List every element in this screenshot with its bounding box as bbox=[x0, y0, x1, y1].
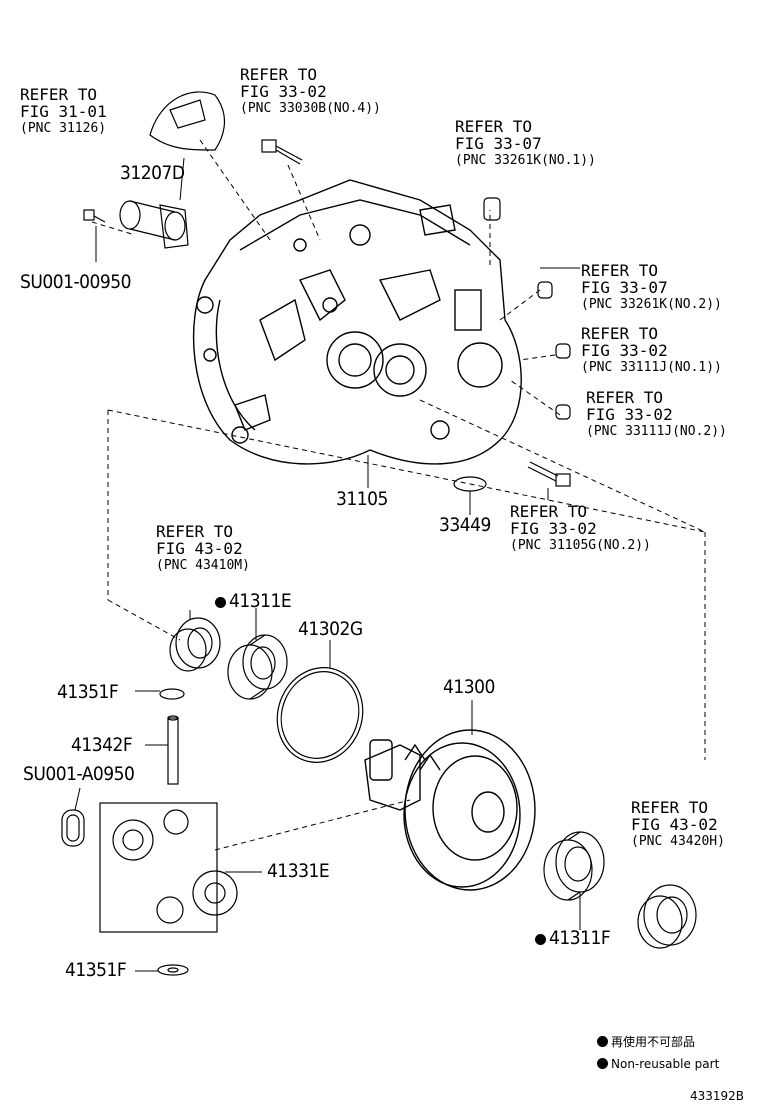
refer-fig-33-02-pin1[interactable]: REFER TO FIG 33-02 (PNC 33111J(NO.1)) bbox=[581, 325, 722, 376]
gear-kit-41331E bbox=[99, 802, 238, 933]
bolt-33030B bbox=[261, 139, 303, 165]
label-33449: 33449 bbox=[439, 514, 491, 536]
refer-pnc: (PNC 33030B(NO.4)) bbox=[240, 101, 381, 116]
label-41331E: 41331E bbox=[267, 860, 330, 882]
refer-line1: REFER TO bbox=[581, 261, 659, 280]
refer-line1: REFER TO bbox=[240, 65, 318, 84]
seal-43420H bbox=[637, 884, 697, 949]
pin-33261K-no1 bbox=[483, 197, 501, 221]
seal-43410M bbox=[169, 617, 221, 672]
label-31207D: 31207D bbox=[120, 162, 185, 184]
ring-41302G bbox=[276, 667, 364, 763]
part-31207D bbox=[119, 200, 189, 249]
refer-fig-33-02-bolt[interactable]: REFER TO FIG 33-02 (PNC 33030B(NO.4)) bbox=[240, 66, 381, 117]
refer-pnc: (PNC 31126) bbox=[20, 121, 107, 136]
bolt-SU001-00950 bbox=[83, 209, 106, 223]
diff-case-41300 bbox=[364, 729, 536, 891]
washer-41351F-top bbox=[159, 688, 185, 700]
refer-line1: REFER TO bbox=[20, 85, 98, 104]
legend-dot bbox=[597, 1058, 608, 1069]
label-41342F: 41342F bbox=[71, 734, 133, 756]
refer-line1: REFER TO bbox=[631, 798, 709, 817]
refer-pnc: (PNC 33111J(NO.2)) bbox=[586, 424, 727, 439]
refer-line2: FIG 33-02 bbox=[586, 405, 673, 424]
refer-pnc: (PNC 43420H) bbox=[631, 834, 725, 849]
refer-line2: FIG 33-07 bbox=[581, 278, 668, 297]
refer-pnc: (PNC 33111J(NO.1)) bbox=[581, 360, 722, 375]
refer-line2: FIG 33-07 bbox=[455, 134, 542, 153]
legend-japanese: 再使用不可部品 bbox=[597, 1036, 695, 1048]
refer-pnc: (PNC 33261K(NO.1)) bbox=[455, 153, 596, 168]
pin-33111J-no1 bbox=[555, 343, 571, 359]
label-41311F: 41311F bbox=[535, 927, 611, 949]
refer-line1: REFER TO bbox=[156, 522, 234, 541]
bearing-41311F bbox=[543, 831, 605, 901]
label-41302G: 41302G bbox=[298, 618, 363, 640]
refer-line1: REFER TO bbox=[586, 388, 664, 407]
refer-line2: FIG 33-02 bbox=[240, 82, 327, 101]
label-41311E-text: 41311E bbox=[229, 590, 292, 612]
legend-english-text: Non-reusable part bbox=[611, 1057, 720, 1071]
refer-line2: FIG 43-02 bbox=[631, 815, 718, 834]
refer-fig-33-07-no2[interactable]: REFER TO FIG 33-07 (PNC 33261K(NO.2)) bbox=[581, 262, 722, 313]
refer-line2: FIG 43-02 bbox=[156, 539, 243, 558]
label-SU001-A0950: SU001-A0950 bbox=[23, 763, 135, 785]
figure-id: 433192B bbox=[690, 1089, 745, 1103]
legend-japanese-text: 再使用不可部品 bbox=[611, 1035, 696, 1049]
label-SU001-00950: SU001-00950 bbox=[20, 271, 132, 293]
refer-fig-33-07-no1[interactable]: REFER TO FIG 33-07 (PNC 33261K(NO.1)) bbox=[455, 118, 596, 169]
label-41311F-text: 41311F bbox=[549, 927, 611, 949]
non-reusable-dot bbox=[535, 934, 546, 945]
refer-line2: FIG 33-02 bbox=[510, 519, 597, 538]
refer-line2: FIG 33-02 bbox=[581, 341, 668, 360]
leader-lines bbox=[91, 139, 706, 851]
cover-31126 bbox=[149, 91, 225, 151]
washer-41351F-bottom bbox=[157, 964, 189, 976]
refer-pnc: (PNC 43410M) bbox=[156, 558, 250, 573]
label-41311E: 41311E bbox=[215, 590, 292, 612]
shaft-41342F bbox=[167, 715, 179, 785]
refer-line2: FIG 31-01 bbox=[20, 102, 107, 121]
label-41351F-bottom: 41351F bbox=[65, 959, 127, 981]
label-41300: 41300 bbox=[443, 676, 495, 698]
refer-fig-33-02-bolt2[interactable]: REFER TO FIG 33-02 (PNC 31105G(NO.2)) bbox=[510, 503, 651, 554]
refer-pnc: (PNC 31105G(NO.2)) bbox=[510, 538, 651, 553]
transaxle-case-31105 bbox=[192, 179, 522, 465]
non-reusable-dot bbox=[215, 597, 226, 608]
refer-pnc: (PNC 33261K(NO.2)) bbox=[581, 297, 722, 312]
label-31105: 31105 bbox=[336, 488, 388, 510]
solid-leaders bbox=[74, 157, 581, 972]
refer-line1: REFER TO bbox=[510, 502, 588, 521]
legend-dot bbox=[597, 1036, 608, 1047]
refer-fig-31-01[interactable]: REFER TO FIG 31-01 (PNC 31126) bbox=[20, 86, 107, 137]
refer-line1: REFER TO bbox=[455, 117, 533, 136]
bearing-41311E bbox=[227, 634, 288, 700]
label-41351F-top: 41351F bbox=[57, 681, 119, 703]
legend-english: Non-reusable part bbox=[597, 1058, 719, 1070]
refer-line1: REFER TO bbox=[581, 324, 659, 343]
refer-fig-43-02-left[interactable]: REFER TO FIG 43-02 (PNC 43410M) bbox=[156, 523, 250, 574]
refer-fig-33-02-pin2[interactable]: REFER TO FIG 33-02 (PNC 33111J(NO.2)) bbox=[586, 389, 727, 440]
bolt-31105G bbox=[527, 461, 571, 487]
pin-33111J-no2 bbox=[555, 404, 571, 420]
ring-SU001-A0950 bbox=[61, 809, 85, 847]
refer-fig-43-02-right[interactable]: REFER TO FIG 43-02 (PNC 43420H) bbox=[631, 799, 725, 850]
pin-33261K-no2 bbox=[537, 281, 553, 299]
